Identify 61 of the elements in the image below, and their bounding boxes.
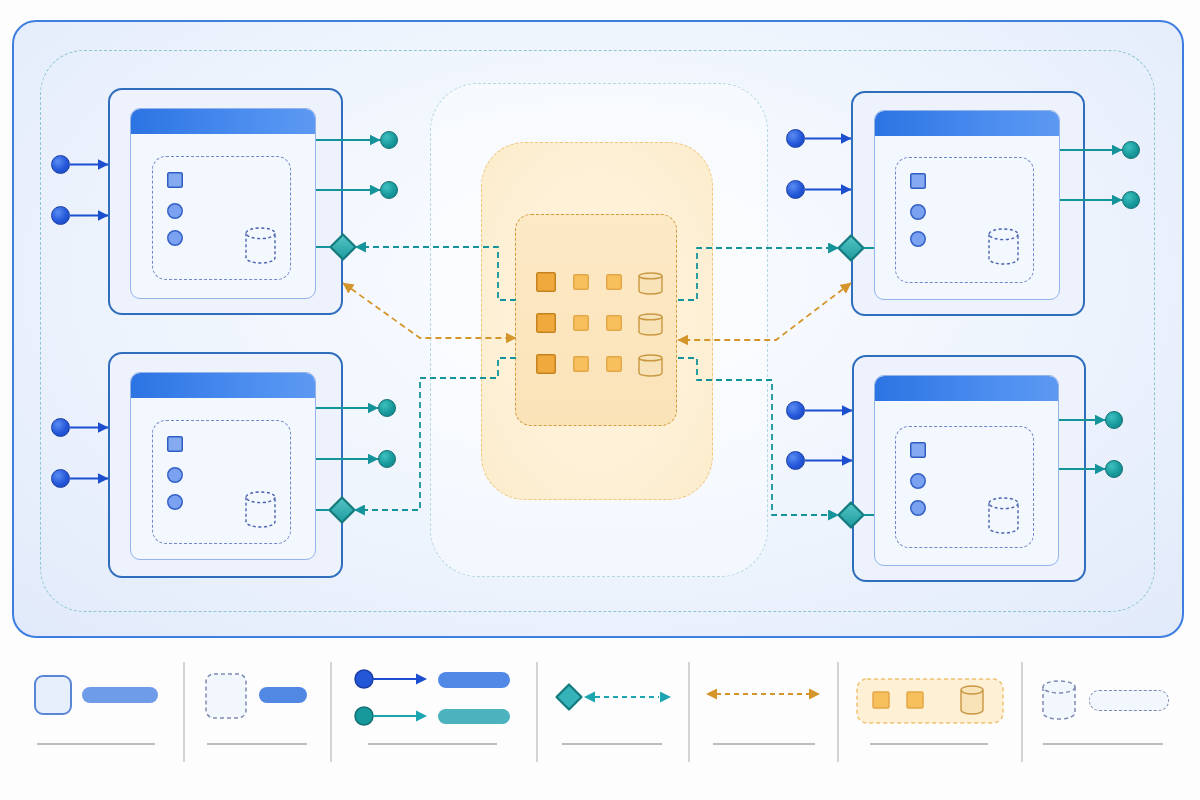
output-port xyxy=(1121,140,1140,159)
core-box xyxy=(515,214,677,426)
output-port xyxy=(1121,190,1140,209)
arrow xyxy=(69,473,109,484)
connector-line xyxy=(315,246,332,248)
module-window xyxy=(873,374,1059,566)
connector-line xyxy=(862,514,875,516)
dashed-container xyxy=(895,157,1034,283)
output-port xyxy=(1104,410,1123,429)
module-frame xyxy=(851,354,1086,582)
arrow xyxy=(804,184,852,195)
arrow xyxy=(315,453,379,465)
input-port xyxy=(50,417,70,437)
arrow xyxy=(804,405,853,416)
core-zone xyxy=(480,141,713,500)
arrow xyxy=(69,422,109,433)
output-port xyxy=(377,449,396,468)
double-arrow xyxy=(342,282,517,344)
arrow xyxy=(1058,463,1106,475)
input-port xyxy=(785,128,805,148)
dashed-container xyxy=(895,426,1034,548)
arrow xyxy=(69,159,109,170)
arrow xyxy=(354,241,517,301)
connector-line xyxy=(315,509,331,511)
module-frame xyxy=(107,87,343,315)
output-port xyxy=(1104,459,1123,478)
output-port xyxy=(379,180,398,199)
dashed-container xyxy=(152,420,291,544)
arrow xyxy=(315,184,381,196)
input-port xyxy=(785,400,805,420)
module-window xyxy=(873,109,1060,300)
arrow xyxy=(1058,414,1106,426)
double-arrow xyxy=(677,282,852,346)
output-port xyxy=(379,130,398,149)
arrow xyxy=(315,134,381,146)
arrow xyxy=(804,133,852,144)
junction-diamond xyxy=(836,500,865,529)
arrow xyxy=(1059,194,1123,206)
arrow xyxy=(315,402,379,414)
input-port xyxy=(50,154,70,174)
arrow xyxy=(1059,144,1123,156)
input-port xyxy=(785,450,805,470)
arrow xyxy=(353,357,517,516)
input-port xyxy=(50,468,70,488)
connector-line xyxy=(862,247,875,249)
input-port xyxy=(50,205,70,225)
arrow xyxy=(677,357,840,521)
output-port xyxy=(377,398,396,417)
junction-diamond xyxy=(328,232,357,261)
module-window xyxy=(129,107,316,299)
junction-diamond xyxy=(327,495,356,524)
input-port xyxy=(785,179,805,199)
module-window xyxy=(129,371,316,560)
center-zone xyxy=(429,82,768,577)
junction-diamond xyxy=(836,233,865,262)
dashed-container xyxy=(152,156,291,280)
arrow xyxy=(677,242,840,301)
arrow xyxy=(804,455,853,466)
arrow xyxy=(69,210,109,221)
module-frame xyxy=(850,90,1085,316)
module-frame xyxy=(107,351,343,578)
